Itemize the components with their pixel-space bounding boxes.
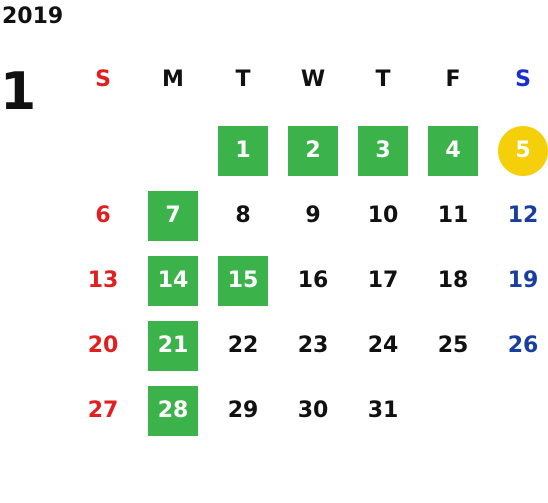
weekday-thu: T bbox=[375, 67, 391, 92]
day-number: 2 bbox=[288, 125, 338, 176]
day-cell[interactable]: 30 bbox=[278, 378, 348, 443]
day-cell[interactable]: 11 bbox=[418, 183, 488, 248]
day-number: 15 bbox=[218, 255, 268, 306]
day-number: 20 bbox=[87, 333, 119, 358]
weekday-mon: M bbox=[162, 67, 184, 92]
day-number: 18 bbox=[437, 268, 469, 293]
weekday-fri: F bbox=[445, 67, 461, 92]
day-number: 24 bbox=[367, 333, 399, 358]
year-label: 2019 bbox=[2, 4, 64, 29]
day-cell[interactable]: 5 bbox=[488, 118, 548, 183]
day-number: 8 bbox=[235, 203, 251, 228]
day-number: 6 bbox=[95, 203, 111, 228]
day-cell[interactable]: 7 bbox=[138, 183, 208, 248]
day-cell[interactable]: 22 bbox=[208, 313, 278, 378]
day-cell[interactable]: 2 bbox=[278, 118, 348, 183]
day-cell[interactable]: 23 bbox=[278, 313, 348, 378]
day-number: 22 bbox=[227, 333, 259, 358]
day-number: 16 bbox=[297, 268, 329, 293]
day-cell[interactable]: 17 bbox=[348, 248, 418, 313]
day-number: 4 bbox=[428, 125, 478, 176]
day-number: 7 bbox=[148, 190, 198, 241]
day-cell[interactable]: 18 bbox=[418, 248, 488, 313]
day-number: 21 bbox=[148, 320, 198, 371]
day-number: 30 bbox=[297, 398, 329, 423]
day-number: 1 bbox=[218, 125, 268, 176]
day-cell[interactable]: 21 bbox=[138, 313, 208, 378]
day-number: 23 bbox=[297, 333, 329, 358]
day-cell[interactable]: 4 bbox=[418, 118, 488, 183]
month-number: 1 bbox=[0, 62, 37, 122]
weekday-tue: T bbox=[235, 67, 251, 92]
day-number: 11 bbox=[437, 203, 469, 228]
day-number: 12 bbox=[507, 203, 539, 228]
day-cell[interactable]: 28 bbox=[138, 378, 208, 443]
day-cell[interactable]: 8 bbox=[208, 183, 278, 248]
day-cell[interactable]: 25 bbox=[418, 313, 488, 378]
day-cell[interactable]: 3 bbox=[348, 118, 418, 183]
day-number: 13 bbox=[87, 268, 119, 293]
day-cell[interactable]: 9 bbox=[278, 183, 348, 248]
day-cell[interactable]: 20 bbox=[68, 313, 138, 378]
weekday-wed: W bbox=[300, 67, 326, 92]
weekday-sun: S bbox=[95, 67, 111, 92]
day-cell[interactable]: 12 bbox=[488, 183, 548, 248]
day-number: 27 bbox=[87, 398, 119, 423]
day-cell[interactable]: 6 bbox=[68, 183, 138, 248]
weekday-header: S M T W T F S bbox=[68, 62, 548, 98]
day-number: 3 bbox=[358, 125, 408, 176]
day-cell[interactable]: 29 bbox=[208, 378, 278, 443]
day-cell[interactable]: 19 bbox=[488, 248, 548, 313]
day-cell[interactable]: 16 bbox=[278, 248, 348, 313]
day-number: 10 bbox=[367, 203, 399, 228]
day-number: 31 bbox=[367, 398, 399, 423]
day-number: 17 bbox=[367, 268, 399, 293]
day-number: 9 bbox=[305, 203, 321, 228]
day-cell[interactable]: 1 bbox=[208, 118, 278, 183]
day-number: 25 bbox=[437, 333, 469, 358]
day-number: 14 bbox=[148, 255, 198, 306]
day-number: 29 bbox=[227, 398, 259, 423]
day-cell[interactable]: 13 bbox=[68, 248, 138, 313]
weekday-sat: S bbox=[515, 67, 531, 92]
day-cell[interactable]: 15 bbox=[208, 248, 278, 313]
day-number: 26 bbox=[507, 333, 539, 358]
day-number: 5 bbox=[498, 125, 548, 176]
day-cell[interactable]: 24 bbox=[348, 313, 418, 378]
day-cell[interactable]: 31 bbox=[348, 378, 418, 443]
day-number: 28 bbox=[148, 385, 198, 436]
day-cell[interactable]: 14 bbox=[138, 248, 208, 313]
day-number: 19 bbox=[507, 268, 539, 293]
day-cell[interactable]: 10 bbox=[348, 183, 418, 248]
day-cell[interactable]: 27 bbox=[68, 378, 138, 443]
day-cell[interactable]: 26 bbox=[488, 313, 548, 378]
